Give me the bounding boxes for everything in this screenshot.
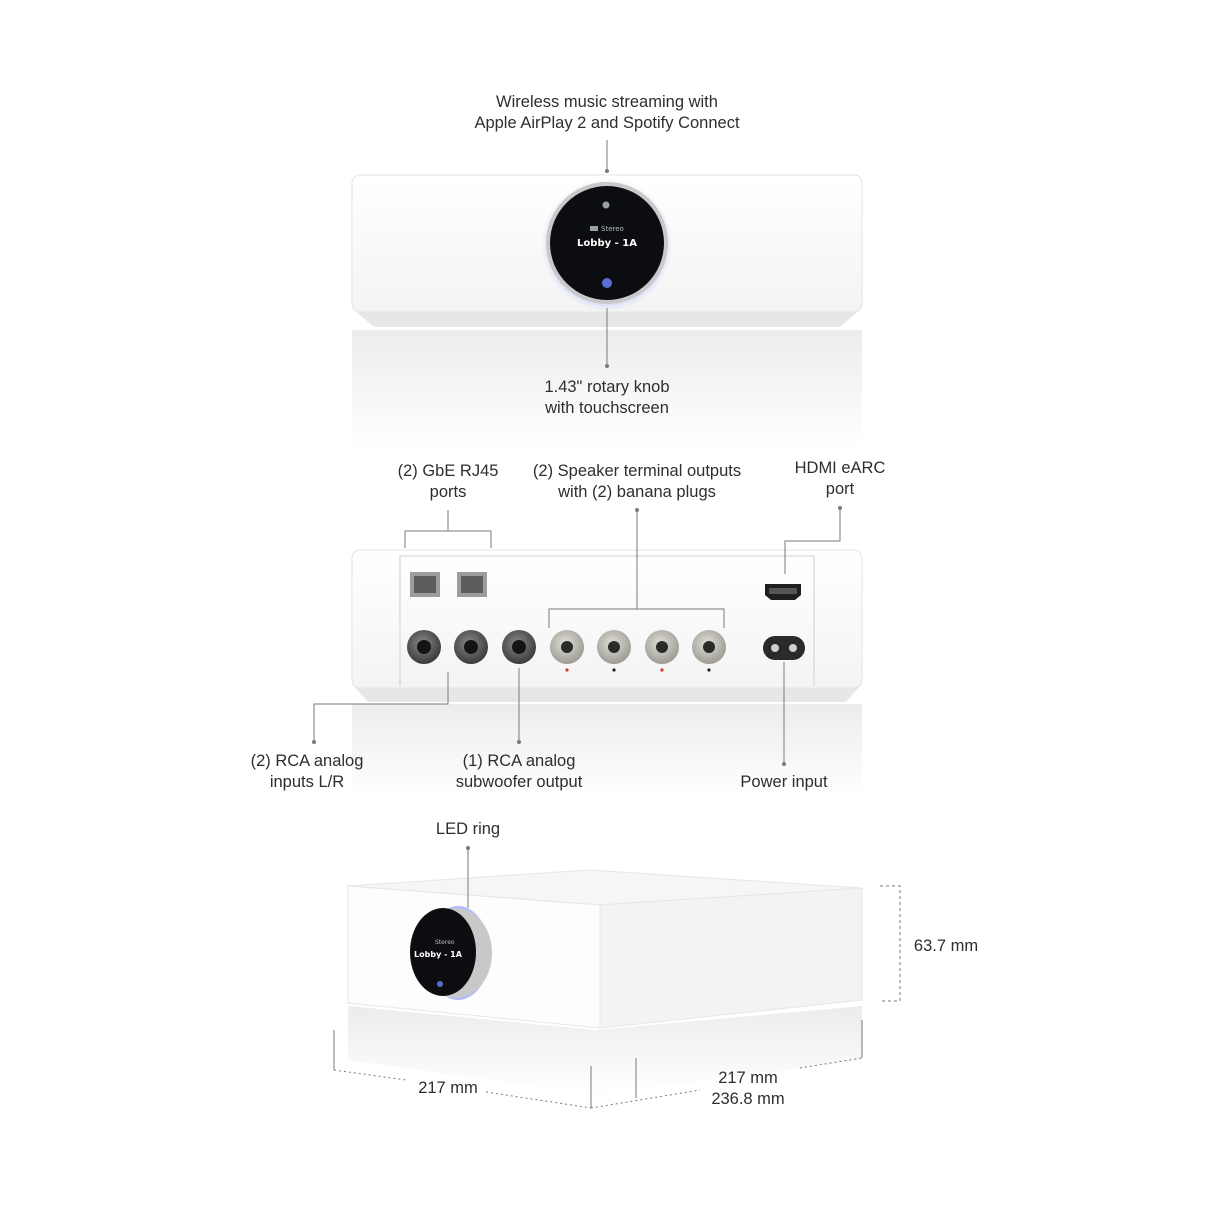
- side-view: Stereo Lobby - 1A: [333, 846, 901, 1109]
- rear-panel-outline: [399, 555, 815, 686]
- rj45-port-2: [457, 572, 487, 597]
- rj45-callout: (2) GbE RJ45 ports: [368, 461, 528, 503]
- rotary-knob-callout-line-2: with touchscreen: [545, 399, 669, 417]
- power-input-callout: Power input: [714, 772, 854, 793]
- rear-view: [312, 506, 863, 798]
- front-screen-mode: Stereo: [601, 225, 624, 233]
- footprint-dimension-lines: [333, 1020, 863, 1109]
- side-reflection: [348, 1006, 862, 1095]
- subwoofer-callout-line-2: subwoofer output: [455, 773, 583, 791]
- rear-reflection: [352, 704, 862, 798]
- rca-input-left: [454, 630, 488, 664]
- speaker-callout-line-2: with (2) banana plugs: [558, 483, 716, 501]
- rotary-knob-callout: 1.43" rotary knob with touchscreen: [497, 377, 717, 419]
- side-led-leader-dot: [466, 846, 470, 850]
- power-input-callout-text: Power input: [740, 773, 828, 791]
- rca-input-callout-line-1: (2) RCA analog: [250, 752, 364, 770]
- width-dimension-label: 217 mm: [404, 1078, 492, 1099]
- side-knob-screen: [410, 908, 476, 996]
- speaker-terminal-4: [692, 630, 726, 672]
- depth-with-knob-value: 236.8 mm: [711, 1090, 785, 1108]
- front-knob-leader-dot: [605, 364, 609, 368]
- streaming-callout-line-2: Apple AirPlay 2 and Spotify Connect: [474, 114, 740, 132]
- side-right-face: [599, 887, 863, 1029]
- hdmi-callout: HDMI eARC port: [780, 458, 900, 500]
- width-dimension-value: 217 mm: [418, 1079, 478, 1097]
- speaker-terminal-1: [550, 630, 584, 672]
- led-ring-callout: LED ring: [418, 819, 518, 840]
- hdmi-callout-line-1: HDMI eARC: [794, 459, 886, 477]
- height-dimension-value: 63.7 mm: [913, 937, 979, 955]
- side-screen-mode: Stereo: [435, 939, 455, 946]
- depth-dimension-value: 217 mm: [718, 1069, 778, 1087]
- rotary-knob-callout-line-1: 1.43" rotary knob: [544, 378, 670, 396]
- rear-leaders: [313, 510, 841, 764]
- side-screen-zone: Lobby - 1A: [414, 950, 463, 959]
- rca-input-right: [407, 630, 441, 664]
- front-gear-icon: [602, 201, 610, 209]
- rj45-callout-line-1: (2) GbE RJ45: [397, 462, 499, 480]
- rear-leader-dots: [312, 506, 842, 766]
- front-view: Stereo Lobby - 1A: [351, 140, 863, 448]
- depth-dimension-label: 217 mm 236.8 mm: [698, 1068, 798, 1110]
- rca-input-callout-line-2: inputs L/R: [269, 773, 345, 791]
- streaming-callout: Wireless music streaming with Apple AirP…: [427, 92, 787, 134]
- front-bluetooth-icon: [602, 278, 612, 288]
- speaker-callout: (2) Speaker terminal outputs with (2) ba…: [517, 461, 757, 503]
- rj45-port-1: [410, 572, 440, 597]
- speaker-callout-line-1: (2) Speaker terminal outputs: [532, 462, 742, 480]
- rca-subwoofer-output: [502, 630, 536, 664]
- speaker-terminal-3: [645, 630, 679, 672]
- rj45-callout-line-2: ports: [429, 483, 467, 501]
- height-dimension-label: 63.7 mm: [906, 936, 986, 957]
- speaker-terminal-2: [597, 630, 631, 672]
- streaming-callout-line-1: Wireless music streaming with: [496, 93, 718, 111]
- subwoofer-callout-line-1: (1) RCA analog: [462, 752, 576, 770]
- front-stereo-icon: [590, 226, 598, 231]
- front-knob-screen: [550, 186, 664, 300]
- front-top-leader-dot: [605, 169, 609, 173]
- subwoofer-callout: (1) RCA analog subwoofer output: [434, 751, 604, 793]
- rca-input-callout: (2) RCA analog inputs L/R: [227, 751, 387, 793]
- height-dimension-bracket: [880, 885, 901, 1002]
- hdmi-callout-line-2: port: [825, 480, 855, 498]
- side-bluetooth-icon: [437, 981, 443, 987]
- power-input-port: [763, 636, 805, 660]
- front-screen-zone: Lobby - 1A: [577, 238, 637, 249]
- hdmi-port: [765, 584, 801, 600]
- led-ring-callout-text: LED ring: [435, 820, 501, 838]
